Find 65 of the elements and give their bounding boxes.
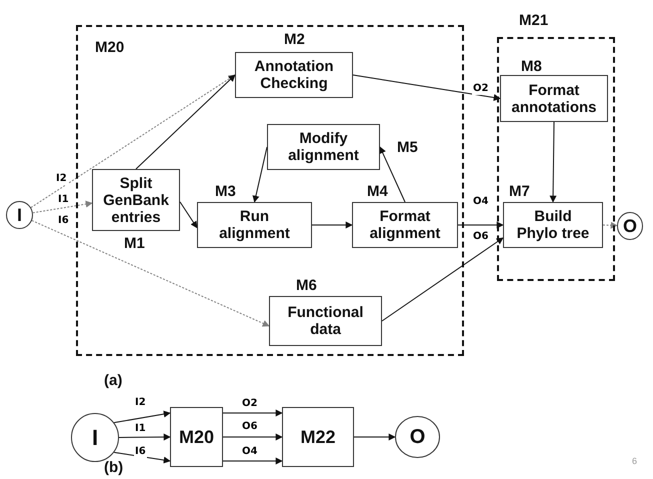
- arrow: [31, 220, 270, 327]
- dashed-group-box: [76, 25, 464, 356]
- circle-node: [6, 201, 33, 229]
- panel-label: (b): [104, 459, 124, 476]
- arrow: [118, 434, 171, 441]
- circle-node: [71, 413, 119, 462]
- node-label: Modify alignment: [287, 130, 360, 164]
- circle-node: [395, 416, 440, 458]
- module-label: M2: [284, 31, 305, 48]
- process-box: [170, 407, 223, 467]
- group-label: M21: [519, 12, 548, 29]
- node-label: O: [622, 218, 637, 234]
- module-label: M1: [124, 235, 145, 252]
- arrow: [222, 458, 283, 464]
- process-box: [235, 52, 353, 98]
- arrow: [379, 146, 406, 202]
- node-label: Build Phylo tree: [516, 208, 590, 242]
- process-box: [267, 124, 380, 170]
- arrow: [458, 222, 504, 228]
- edge-label: I2: [55, 173, 68, 185]
- node-label: Format annotations: [510, 82, 598, 116]
- process-box: [197, 202, 312, 248]
- process-box: [282, 407, 354, 467]
- process-box: [269, 296, 382, 346]
- page-number: 6: [632, 456, 638, 466]
- arrow: [114, 452, 171, 464]
- process-box: [352, 202, 458, 248]
- arrow: [222, 410, 283, 416]
- arrow: [312, 222, 353, 228]
- arrow: [252, 146, 268, 203]
- node-label: Format alignment: [368, 208, 442, 242]
- arrow: [32, 200, 93, 214]
- module-label: M6: [296, 277, 317, 294]
- arrow: [354, 434, 396, 440]
- node-label: Annotation Checking: [253, 58, 335, 92]
- node-label: Functional data: [286, 304, 364, 338]
- node-label: I: [16, 206, 22, 224]
- module-label: M5: [397, 139, 418, 156]
- module-label: M3: [215, 183, 236, 200]
- arrow: [136, 74, 236, 170]
- arrow: [180, 201, 198, 228]
- arrow: [30, 74, 236, 208]
- node-label: O: [410, 428, 426, 446]
- node-label: Split GenBank entries: [102, 174, 170, 226]
- process-box: [500, 75, 608, 122]
- node-label: Run alignment: [218, 208, 291, 242]
- arrow: [114, 410, 171, 424]
- arrow: [602, 222, 618, 229]
- node-label: M22: [300, 428, 336, 446]
- group-label: M20: [95, 39, 124, 56]
- arrow: [352, 74, 501, 101]
- edge-label: O2: [472, 83, 490, 95]
- node-label: M20: [178, 428, 214, 446]
- arrow: [550, 122, 557, 203]
- module-label: M4: [367, 183, 388, 200]
- arrow: [222, 434, 283, 440]
- edge-label: I6: [134, 446, 147, 458]
- node-label: I: [92, 429, 98, 446]
- circle-node: [617, 212, 643, 240]
- module-label: M7: [509, 183, 530, 200]
- process-box: [503, 202, 603, 248]
- module-label: M8: [521, 58, 542, 75]
- panel-label: (a): [104, 372, 122, 389]
- arrow: [382, 237, 504, 322]
- process-box: [92, 169, 180, 231]
